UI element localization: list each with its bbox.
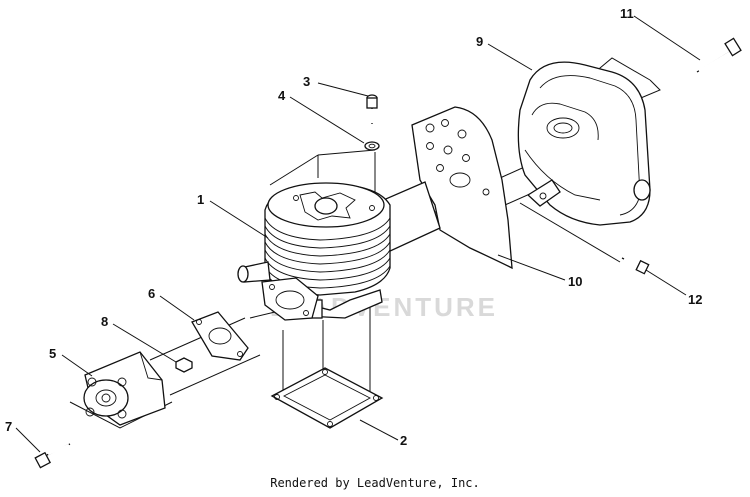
footer-credit: Rendered by LeadVenture, Inc.: [270, 476, 480, 490]
washer: [364, 141, 380, 151]
muffler: [517, 61, 651, 226]
heat-shield: [411, 106, 513, 270]
callouts: 1 2 3 4 5 6 7 8 9 10 11 12: [5, 6, 702, 448]
callout-4: 4: [278, 88, 286, 103]
screw-7: [34, 443, 71, 469]
callout-10: 10: [568, 274, 582, 289]
callout-8: 8: [101, 314, 108, 329]
nut: [175, 357, 193, 373]
callout-7: 7: [5, 419, 12, 434]
callout-1: 1: [197, 192, 204, 207]
callout-9: 9: [476, 34, 483, 49]
intake-gasket: [191, 311, 249, 361]
callout-12: 12: [688, 292, 702, 307]
cylinder: [237, 182, 391, 321]
callout-6: 6: [148, 286, 155, 301]
leader-lines: [15, 15, 701, 453]
callout-5: 5: [49, 346, 56, 361]
callout-3: 3: [303, 74, 310, 89]
screw-12: [621, 257, 650, 275]
callout-11: 11: [620, 6, 634, 21]
axis-lines: [69, 57, 661, 429]
screw-3: [366, 94, 378, 124]
intake-adapter: [83, 351, 166, 426]
muffler-bolt: [696, 37, 742, 73]
callout-2: 2: [400, 433, 407, 448]
base-gasket: [270, 367, 384, 429]
